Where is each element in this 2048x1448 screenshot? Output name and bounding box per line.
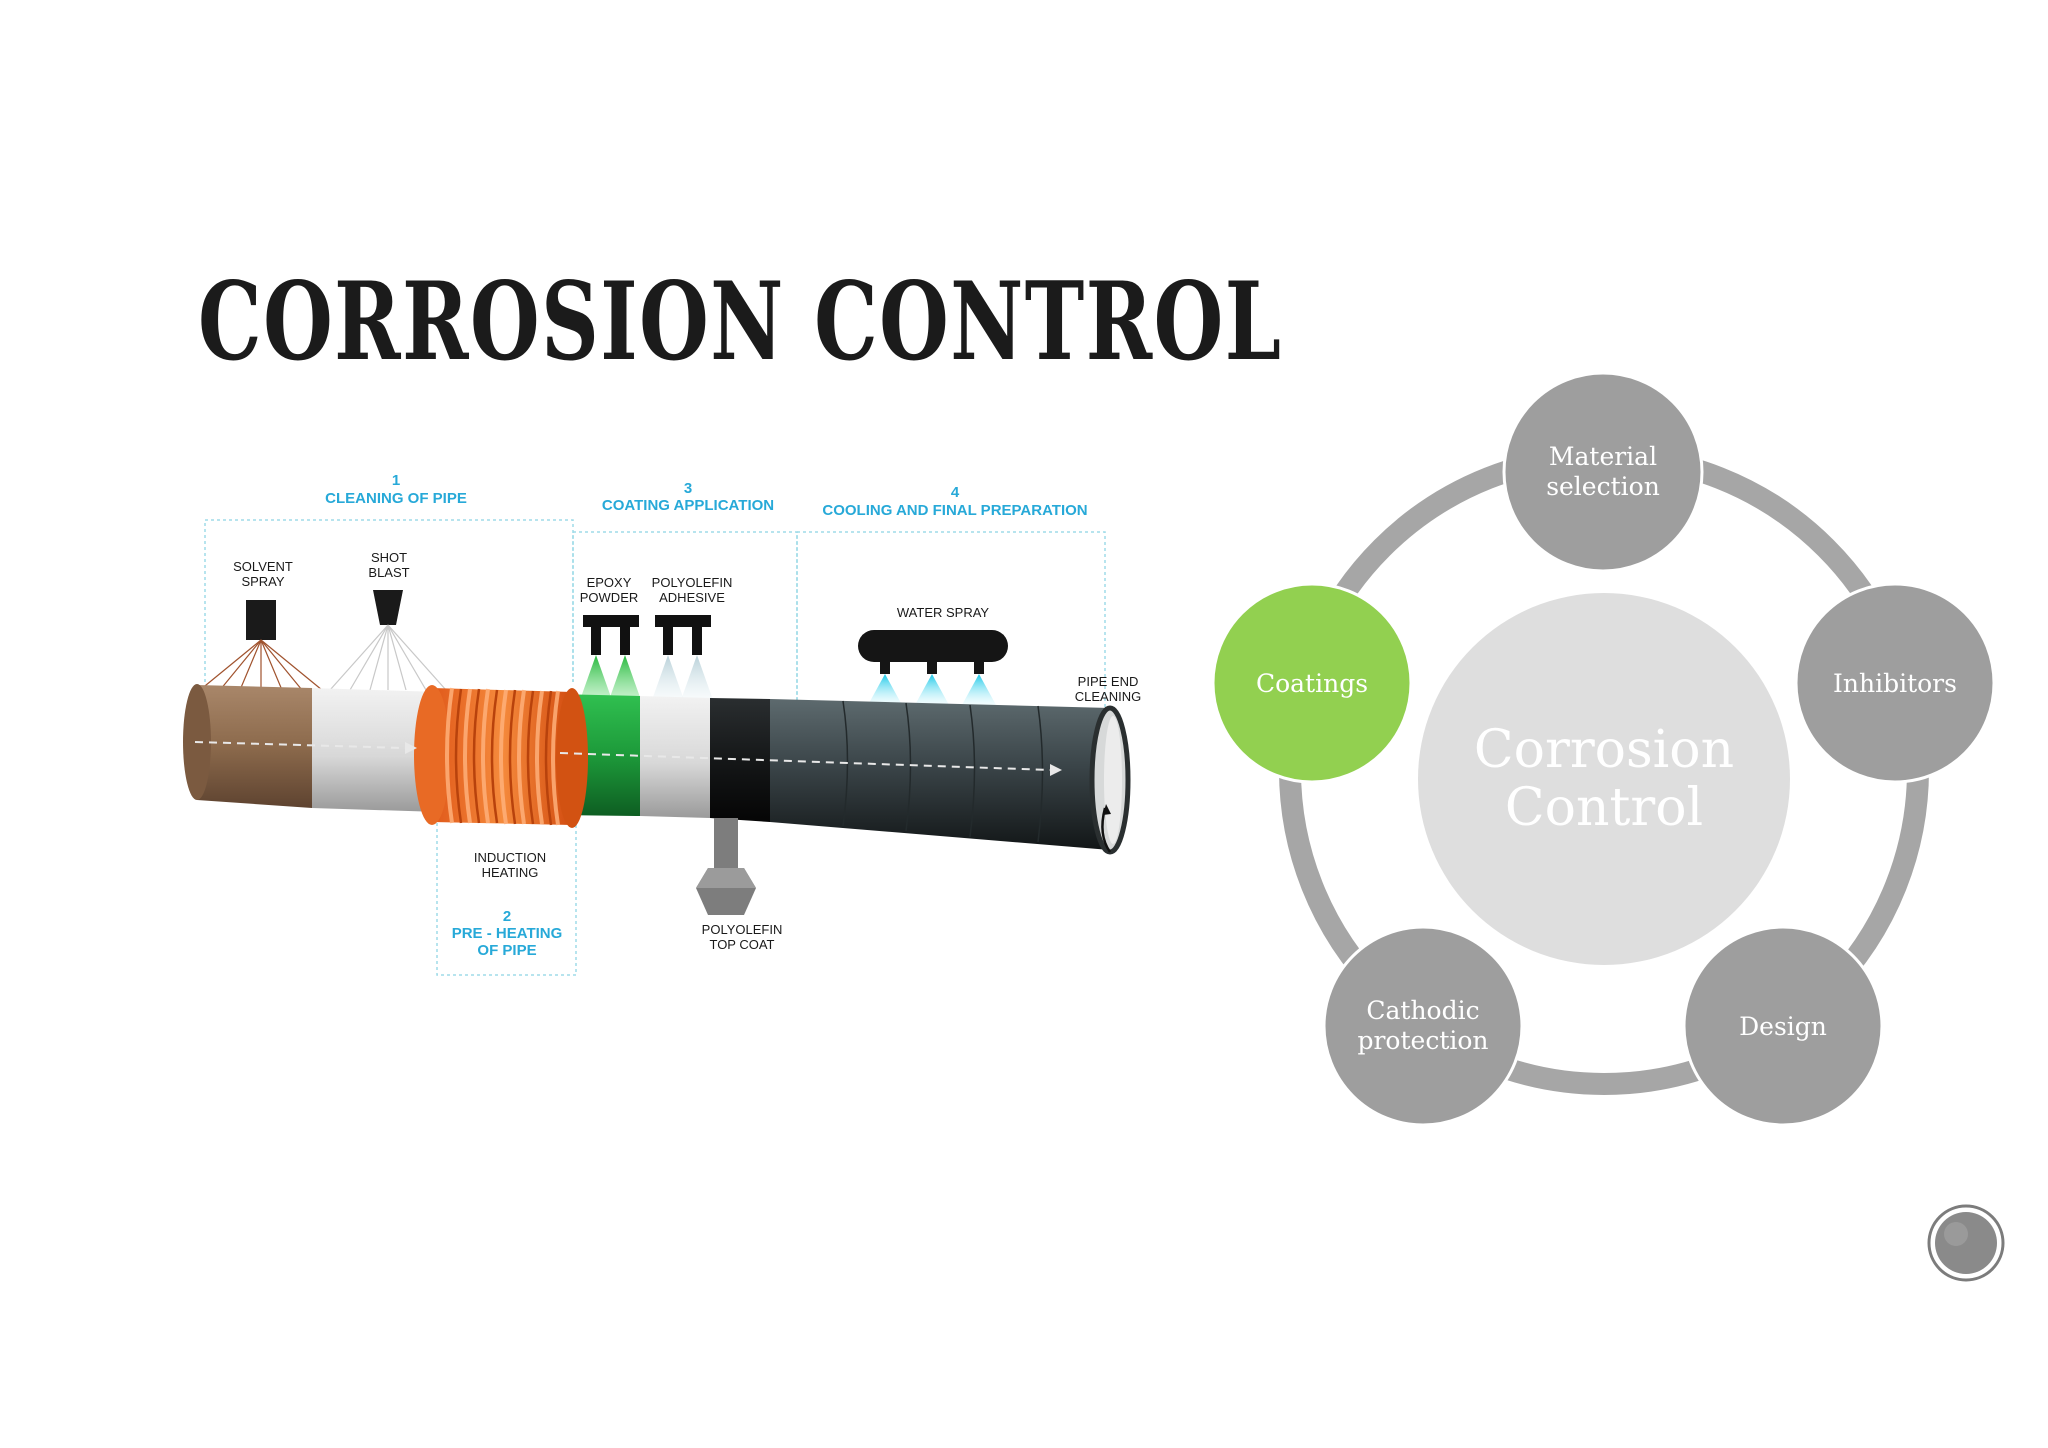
- shot-blast-label-2: BLAST: [368, 565, 409, 580]
- stage-4-number: 4: [951, 484, 960, 501]
- water-spray-label: WATER SPRAY: [897, 605, 990, 620]
- center-label-line2: Control: [1505, 778, 1703, 838]
- node-cathodic-label-line1: Cathodic: [1366, 996, 1479, 1025]
- polyolefin-adhesive-label-1: POLYOLEFIN: [652, 575, 733, 590]
- node-coatings[interactable]: Coatings: [1211, 582, 1413, 784]
- shot-blast-spray-lines: [329, 624, 447, 691]
- epoxy-powder-label-1: EPOXY: [587, 575, 632, 590]
- induction-heating-label-2: HEATING: [482, 865, 539, 880]
- node-inhibitors[interactable]: Inhibitors: [1794, 582, 1996, 784]
- top-coat-hopper: [696, 818, 756, 915]
- stage-1-number: 1: [392, 472, 400, 489]
- induction-heating-label-1: INDUCTION: [474, 850, 546, 865]
- pipe-end-cleaning-label-1: PIPE END: [1078, 674, 1139, 689]
- corrosion-cycle-diagram: Corrosion Control Material selection Inh…: [1211, 371, 1996, 1127]
- epoxy-nozzles: [580, 615, 641, 700]
- stage-2-label-line2: OF PIPE: [477, 942, 536, 959]
- slide-title: CORROSION CONTROL: [198, 259, 1283, 385]
- node-cathodic-protection[interactable]: Cathodic protection: [1322, 925, 1524, 1127]
- pipe-coating-diagram: 1 CLEANING OF PIPE 3 COATING APPLICATION…: [183, 472, 1141, 976]
- stage-3-number: 3: [684, 480, 692, 497]
- polyolefin-top-coat-label-2: TOP COAT: [709, 937, 774, 952]
- pipe-end-cleaning-label-2: CLEANING: [1075, 689, 1141, 704]
- center-circle: [1418, 593, 1790, 965]
- epoxy-powder-label-2: POWDER: [580, 590, 639, 605]
- solvent-spray-label-1: SOLVENT: [233, 559, 293, 574]
- node-inhibitors-label: Inhibitors: [1833, 669, 1957, 698]
- node-design[interactable]: Design: [1682, 925, 1884, 1127]
- slide-badge: [1927, 1204, 2005, 1282]
- stage-1-label: CLEANING OF PIPE: [325, 490, 467, 507]
- node-material-label-line2: selection: [1546, 472, 1660, 501]
- shot-blast-nozzle: [373, 590, 403, 625]
- shot-blast-label-1: SHOT: [371, 550, 407, 565]
- node-coatings-label: Coatings: [1256, 669, 1368, 698]
- solvent-spray-label-2: SPRAY: [241, 574, 284, 589]
- polyolefin-top-coat-label-1: POLYOLEFIN: [702, 922, 783, 937]
- adhesive-nozzles: [652, 615, 713, 700]
- stage-4-label: COOLING AND FINAL PREPARATION: [822, 502, 1087, 519]
- induction-coil: [414, 685, 588, 828]
- solvent-nozzle: [246, 600, 276, 640]
- stage-3-label: COATING APPLICATION: [602, 497, 774, 514]
- polyolefin-adhesive-label-2: ADHESIVE: [659, 590, 725, 605]
- node-material-selection[interactable]: Material selection: [1502, 371, 1704, 573]
- stage-2-label-line1: PRE - HEATING: [452, 925, 563, 942]
- center-label-line1: Corrosion: [1474, 720, 1734, 780]
- solvent-spray-lines: [199, 639, 323, 691]
- pipe: [183, 684, 1131, 855]
- stage-2-number: 2: [503, 908, 511, 925]
- node-cathodic-label-line2: protection: [1357, 1026, 1488, 1055]
- water-spray-bar: [858, 630, 1008, 705]
- node-material-label-line1: Material: [1549, 442, 1657, 471]
- flow-arrows: [194, 741, 1051, 771]
- node-design-label: Design: [1739, 1012, 1827, 1041]
